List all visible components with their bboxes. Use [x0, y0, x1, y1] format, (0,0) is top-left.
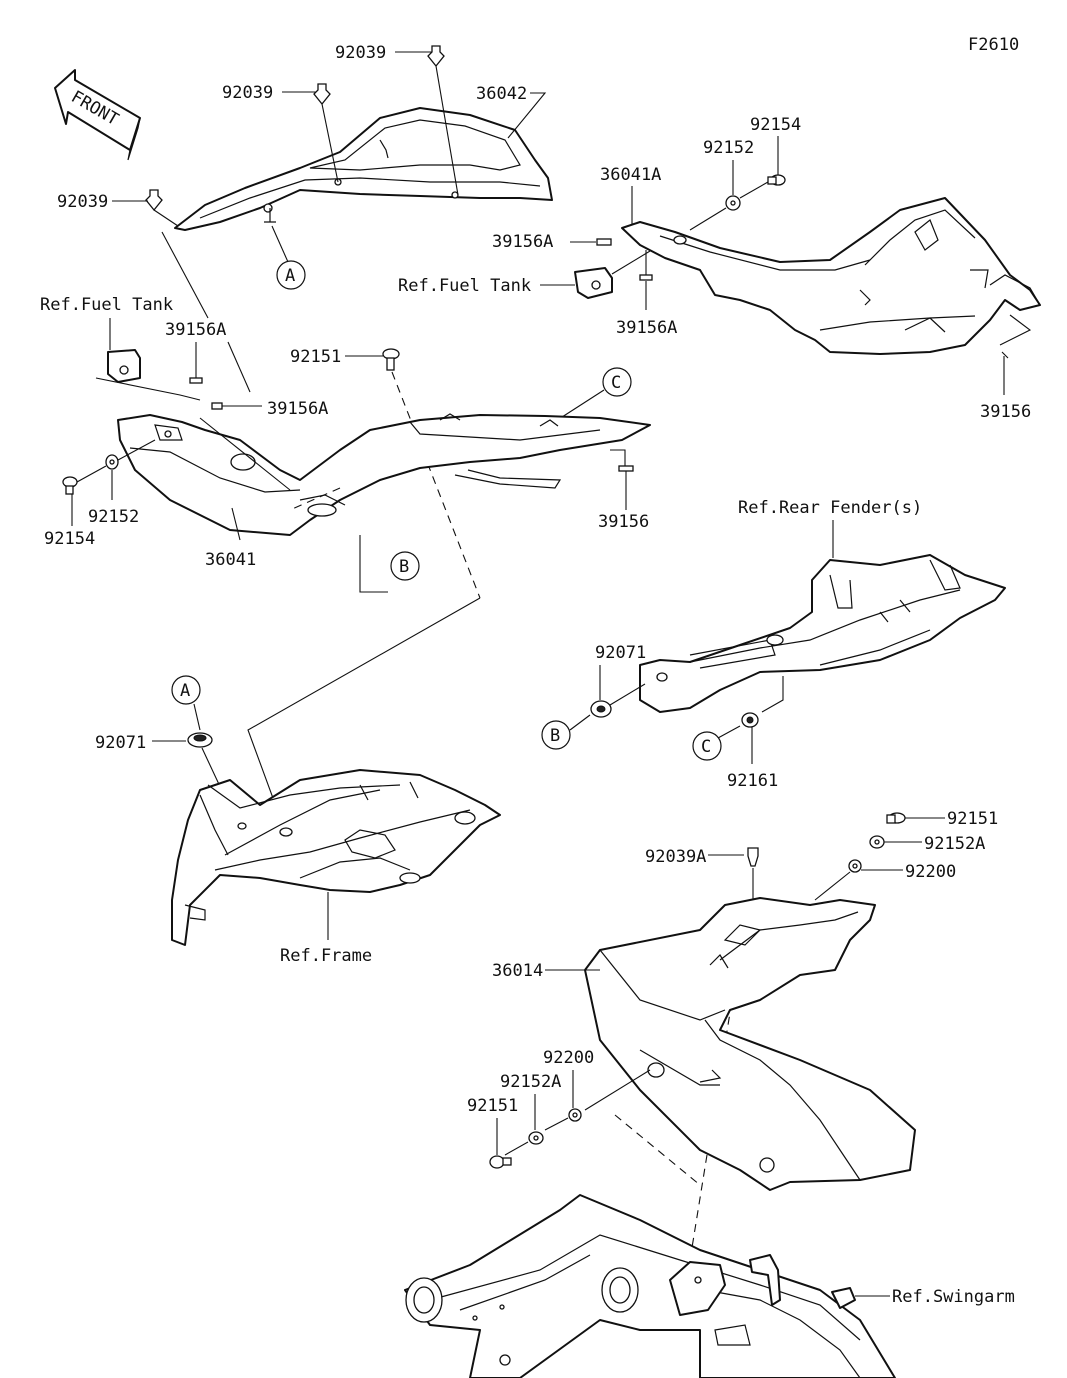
figure-code: F2610: [968, 35, 1019, 55]
callout-b-top: [390, 551, 420, 581]
sticker-39156A-a-icon: [189, 377, 203, 384]
label-39156A-c: 39156A: [492, 232, 553, 252]
label-92152A-l: 92152A: [500, 1072, 561, 1092]
label-39156A-d: 39156A: [616, 318, 677, 338]
sticker-39156A-b-icon: [211, 402, 223, 410]
clip-92039-mid-icon: [313, 83, 331, 106]
label-92151-l: 92151: [467, 1096, 518, 1116]
callout-b-top-text: B: [399, 557, 409, 577]
label-39156-right: 39156: [980, 402, 1031, 422]
washer-92152-right-icon: [725, 195, 741, 211]
front-arrow-icon: FRONT: [54, 69, 141, 161]
label-92161: 92161: [727, 771, 778, 791]
part-36042-shape: [174, 107, 553, 231]
label-39156-left: 39156: [598, 512, 649, 532]
label-92200-l: 92200: [543, 1048, 594, 1068]
label-36014: 36014: [492, 961, 543, 981]
rear-fender-shape: [639, 554, 1006, 713]
callout-b-bottom: [541, 720, 571, 750]
label-92151-top: 92151: [290, 347, 341, 367]
callout-c-bottom-text: C: [701, 737, 711, 757]
bolt-92151-l-icon: [489, 1155, 512, 1169]
callout-b-bottom-text: B: [550, 726, 560, 746]
clip-92039-left-icon: [145, 189, 163, 212]
callout-c-top-text: C: [611, 373, 621, 393]
label-39156A-a: 39156A: [165, 320, 226, 340]
label-36041: 36041: [205, 550, 256, 570]
label-92039-mid: 92039: [222, 83, 273, 103]
callout-a-top-text: A: [285, 266, 295, 286]
washer-92200-r-icon: [848, 859, 862, 873]
part-36014-shape: [584, 897, 916, 1191]
callout-a-top: [276, 260, 306, 290]
label-ref-frame: Ref.Frame: [280, 946, 372, 966]
bolt-92154-left-icon: [62, 476, 78, 495]
bolt-92151-r-icon: [886, 812, 906, 824]
label-92071-left: 92071: [95, 733, 146, 753]
label-ref-swingarm: Ref.Swingarm: [892, 1287, 1015, 1307]
label-92151-r: 92151: [947, 809, 998, 829]
label-92154-left: 92154: [44, 529, 95, 549]
sticker-39156A-c-icon: [596, 238, 612, 246]
label-92071-right: 92071: [595, 643, 646, 663]
sticker-39156-left-icon: [618, 465, 634, 472]
label-39156A-b: 39156A: [267, 399, 328, 419]
swingarm-shape: [404, 1194, 896, 1378]
clip-92039A-icon: [747, 847, 759, 867]
label-36042: 36042: [476, 84, 527, 104]
label-36041A: 36041A: [600, 165, 661, 185]
callout-a-bottom-text: A: [180, 681, 190, 701]
label-92039A: 92039A: [645, 847, 706, 867]
washer-92152A-l-icon: [528, 1131, 544, 1145]
label-92039-top: 92039: [335, 43, 386, 63]
callout-c-top: [602, 367, 632, 397]
label-92039-left: 92039: [57, 192, 108, 212]
callout-a-bottom: [171, 675, 201, 705]
washer-92152A-r-icon: [869, 835, 885, 849]
label-92152-left: 92152: [88, 507, 139, 527]
sticker-39156A-d-icon: [639, 274, 653, 281]
callout-c-bottom: [692, 731, 722, 761]
grommet-92161-icon: [741, 712, 759, 728]
bolt-92151-top-icon: [382, 348, 400, 371]
clip-92039-top-icon: [427, 45, 445, 68]
label-92200-r: 92200: [905, 862, 956, 882]
label-92154-right: 92154: [750, 115, 801, 135]
label-ref-fuel-tank-left: Ref.Fuel Tank: [40, 295, 173, 315]
part-36041-shape: [117, 413, 651, 536]
fuel-tank-bracket-left-icon: [107, 349, 141, 383]
label-ref-rear-fender: Ref.Rear Fender(s): [738, 498, 922, 518]
label-92152A-r: 92152A: [924, 834, 985, 854]
fuel-tank-bracket-right-icon: [574, 267, 613, 299]
grommet-92071-right-icon: [590, 700, 612, 718]
label-ref-fuel-tank-right: Ref.Fuel Tank: [398, 276, 531, 296]
part-36041A-shape: [621, 197, 1041, 355]
grommet-92071-left-icon: [187, 732, 213, 748]
washer-92200-l-icon: [568, 1108, 582, 1122]
label-92152-right: 92152: [703, 138, 754, 158]
bolt-92154-right-icon: [767, 174, 786, 186]
washer-92152-left-icon: [105, 454, 119, 470]
frame-shape: [171, 769, 501, 946]
